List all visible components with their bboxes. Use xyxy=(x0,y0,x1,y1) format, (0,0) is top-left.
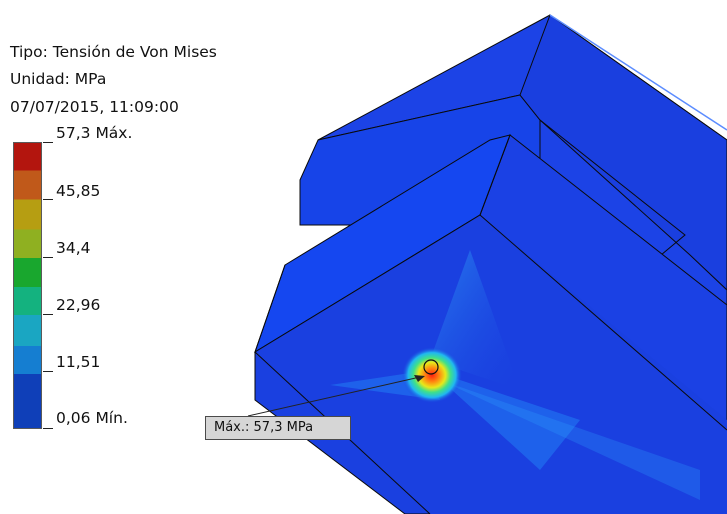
scale-min-label: 0,06 Mín. xyxy=(56,409,128,427)
max-stress-hotspot xyxy=(402,347,462,403)
scale-label: 34,4 xyxy=(56,239,91,257)
probe-leader-line xyxy=(247,376,421,417)
scale-max-label: 57,3 Máx. xyxy=(56,124,133,142)
scale-tick xyxy=(43,257,53,258)
scale-tick xyxy=(43,371,53,372)
scale-tick xyxy=(43,142,53,143)
scale-tick xyxy=(43,428,53,429)
probe-arrow-icon xyxy=(414,375,425,382)
unit-label: Unidad: MPa xyxy=(10,70,107,88)
max-value-callout[interactable]: Máx.: 57,3 MPa xyxy=(205,416,351,440)
lower-block-edge xyxy=(479,214,727,431)
scale-tick xyxy=(43,314,53,315)
stress-streak xyxy=(440,380,700,500)
upper-block-edge xyxy=(539,119,686,261)
stress-streak xyxy=(430,370,580,470)
scale-label: 22,96 xyxy=(56,296,101,314)
lower-block-edge xyxy=(254,264,286,353)
scale-tick xyxy=(43,199,53,200)
upper-block-edge xyxy=(549,14,727,131)
result-type-label: Tipo: Tensión de Von Mises xyxy=(10,43,217,61)
timestamp-label: 07/07/2015, 11:09:00 xyxy=(10,98,179,116)
max-probe-marker[interactable] xyxy=(247,359,439,417)
probe-circle-icon xyxy=(423,359,439,375)
stress-color-scale xyxy=(13,142,42,429)
scale-label: 45,85 xyxy=(56,182,101,200)
lower-block-edge xyxy=(254,214,481,353)
scale-label: 11,51 xyxy=(56,353,101,371)
lower-block-edge xyxy=(479,134,511,216)
